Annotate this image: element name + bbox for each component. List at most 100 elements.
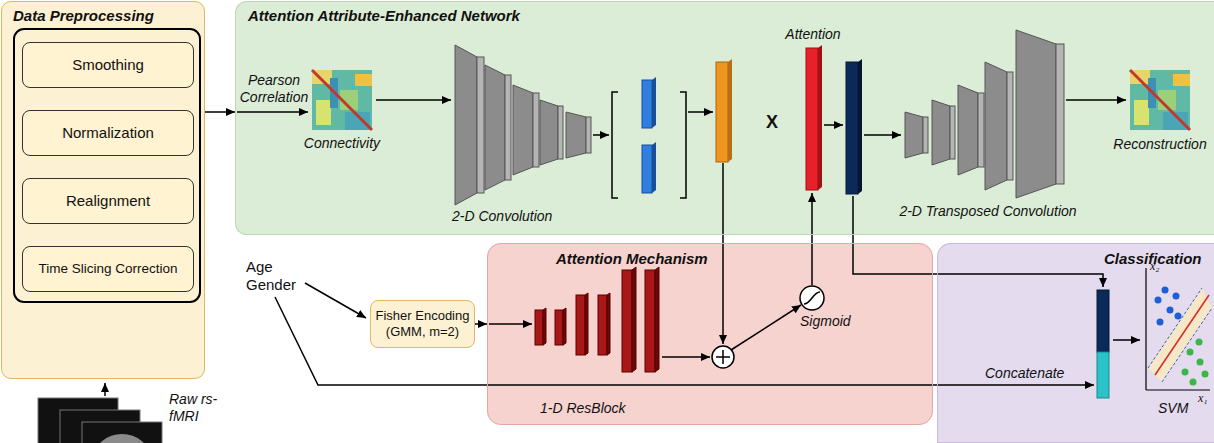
deconv-layer [1007,72,1013,180]
process-box: Time Slicing Correction [22,246,194,292]
point [1182,369,1189,376]
conv-layer [455,45,477,205]
point [1173,293,1180,300]
flow-arrow [104,383,106,396]
input-label: Raw rs-fMRI [169,391,223,425]
resblock [622,270,632,372]
label-slot: x₁ [1198,391,1214,405]
process-box: Realignment [22,178,194,224]
deconv-layer [923,117,928,153]
process-box: Smoothing [22,42,194,88]
conv-layer [513,85,533,175]
deconv-layer [1016,30,1056,198]
connectivity-matrix [312,70,372,130]
fmri-slice [82,422,162,443]
matrix-diagonal [1130,70,1190,130]
flow-arrow [662,356,710,358]
bracket [612,92,618,198]
resblock [655,267,659,372]
feature-arrow [853,196,1103,287]
flow-arrow [1113,339,1140,341]
demographic-vector [1097,352,1109,398]
process-box: Normalization [22,110,194,156]
label-slot: X [760,112,784,134]
svm-margin-line [1148,288,1202,368]
flow-arrow [824,124,843,126]
matrix-diagonal [312,70,372,130]
plus-sign [716,350,730,364]
vector-label: Attention [780,26,846,43]
flow-arrow [593,134,609,136]
var-vector [652,142,656,193]
svm-axes [1146,268,1210,390]
label-slot: Pearson Correlation [236,72,312,106]
matrix-cell [1130,70,1190,130]
flow-arrows [105,100,1140,396]
sigmoid-curve [804,292,820,304]
flow-arrow [688,111,713,113]
flow-arrow [731,305,801,350]
resblock [632,267,636,372]
matrix-cell [312,70,372,130]
conv-layer [505,75,511,180]
deconv-layer [985,62,1007,190]
stage-panel: Attention Attribute-Enhanced Network [235,1,1214,235]
conv-layer [477,57,484,193]
figure-label: SVM [1158,400,1198,417]
figure-label: Reconstruction [1110,136,1210,153]
resblock [555,310,563,345]
panel-title: Data Preprocessing [13,7,204,25]
deconv-layer [958,85,978,175]
var-vector [642,145,652,193]
box-text: Normalization [62,124,154,142]
label-slot: x₂ [1150,259,1168,273]
classifier [1097,268,1212,398]
axis-label: x₂ [1150,259,1168,273]
connector [205,111,235,113]
flow-arrow [376,99,451,101]
flow-arrow [722,163,724,344]
label-slot: Age Gender [246,258,304,294]
panel-title: Attention Mechanism [556,250,932,268]
resblock [598,295,607,355]
resblock [563,308,566,345]
operator-label: Sigmoid [800,313,862,330]
label-slot: 2-D Convolution [452,208,602,225]
label-slot: Reconstruction [1110,136,1210,153]
flow-arrow [864,134,901,136]
point [1162,287,1169,294]
layer-label: 2-D Convolution [452,208,602,225]
preprocess-frame [14,29,200,302]
encoding-box: Fisher Encoding (GMM, m=2) [370,300,475,348]
point [1196,339,1203,346]
class-a-points [1155,287,1182,326]
deconv-layer [978,93,984,167]
resblock [543,308,546,345]
attention-vector [818,45,822,190]
sigmoid-circle [800,286,824,310]
point [1197,359,1204,366]
deconv-layer [932,100,950,165]
point [1190,379,1197,386]
resblocks [535,267,659,372]
point [1167,307,1174,314]
concat-arrow [275,297,1094,385]
conv-layer [558,106,563,159]
point [1187,349,1194,356]
deconv-layer [905,112,923,158]
matrix-cell [355,74,372,86]
feature-vector [1097,290,1109,352]
resblock [535,310,543,345]
point [1157,319,1164,326]
box-text: Time Slicing Correction [38,261,177,277]
sum-circle [712,346,734,368]
label-slot: SVM [1158,400,1198,417]
reconstruction-matrix [1130,70,1190,130]
deconv-layer [1056,44,1064,184]
conv-layer [533,93,539,167]
box-text: Realignment [66,192,150,210]
label-slot: 1-D ResBlock [540,400,660,417]
resblock [645,270,655,372]
